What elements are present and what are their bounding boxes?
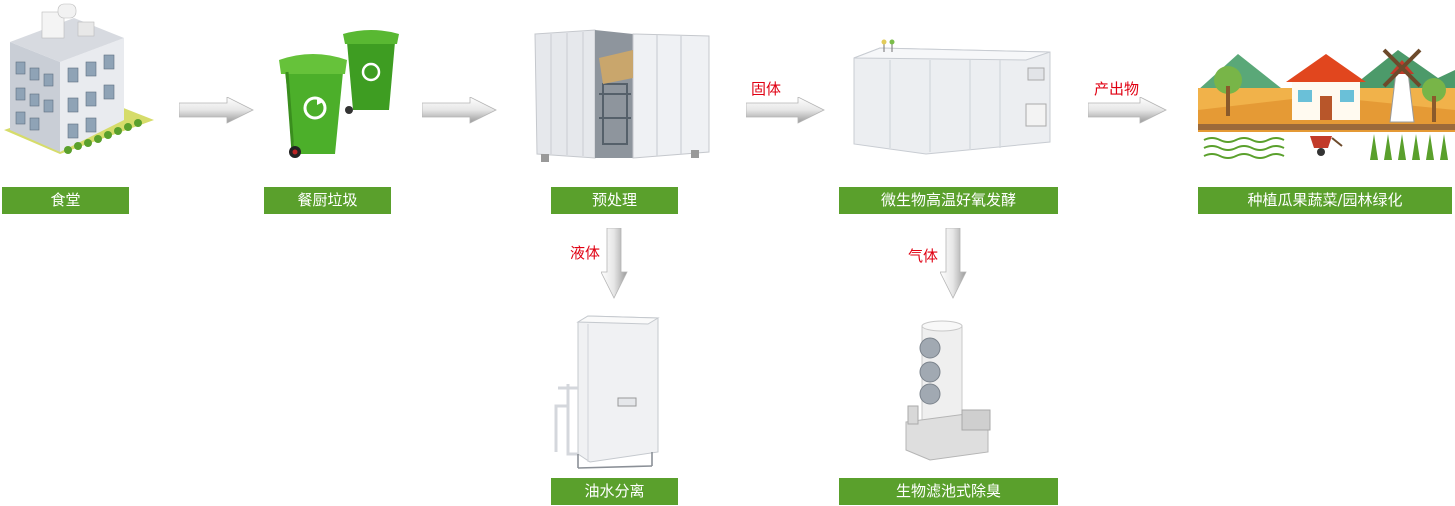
node-label-planting: 种植瓜果蔬菜/园林绿化: [1198, 187, 1452, 214]
node-label-canteen: 食堂: [2, 187, 129, 214]
flow-label-liquid: 液体: [570, 244, 601, 262]
node-label-kitchen-waste: 餐厨垃圾: [264, 187, 391, 214]
node-label-oil-water: 油水分离: [551, 478, 678, 505]
arrow-down-icon: [601, 228, 628, 299]
recycle-bin-icon: [279, 30, 399, 158]
arrow-right-icon: [1088, 97, 1167, 124]
flow-label-product: 产出物: [1094, 80, 1140, 98]
arrow-right-icon: [422, 97, 497, 124]
separator-tank-icon: [554, 315, 660, 469]
building-icon: [4, 3, 154, 154]
scrubber-tower-icon: [905, 320, 991, 461]
flow-label-gas: 气体: [908, 247, 939, 265]
flow-label-solid: 固体: [751, 80, 782, 98]
node-label-deodor: 生物滤池式除臭: [839, 478, 1058, 505]
node-label-fermentation: 微生物高温好氧发酵: [839, 187, 1058, 214]
arrow-down-icon: [940, 228, 967, 299]
fermenter-icon: [853, 39, 1051, 155]
arrow-right-icon: [179, 97, 254, 124]
node-label-pretreatment: 预处理: [551, 187, 678, 214]
farm-scene-icon: [1198, 48, 1455, 160]
arrow-right-icon: [746, 97, 825, 124]
machine-icon: [534, 29, 710, 162]
